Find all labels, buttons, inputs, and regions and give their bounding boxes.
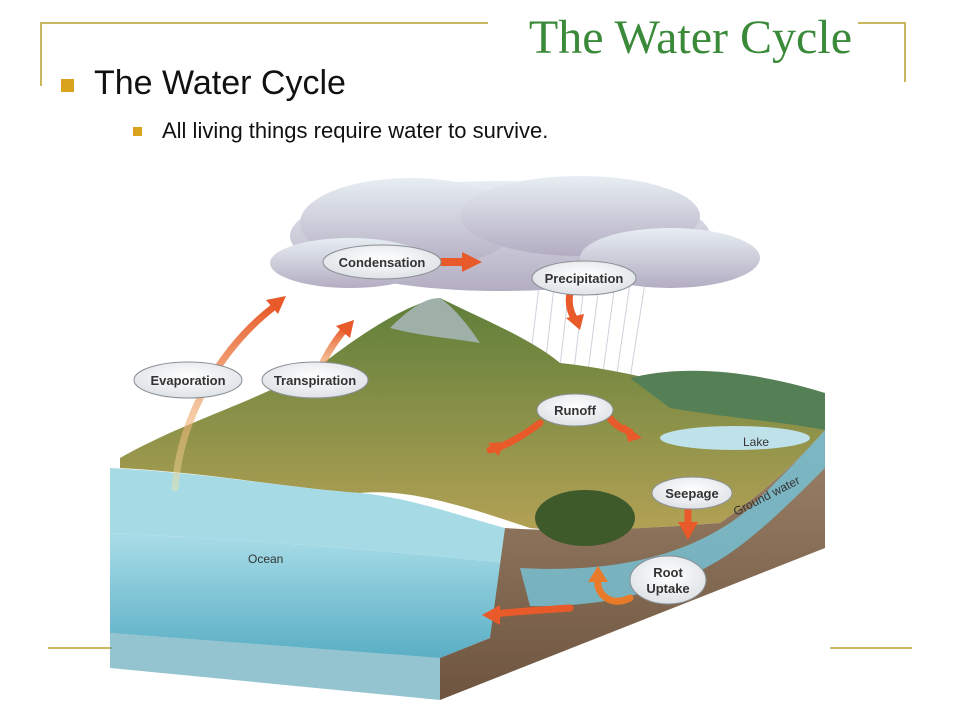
frame-top-line [40,22,488,24]
far-ridge [630,370,825,430]
frame-bottom-right-line [830,647,912,649]
label-evaporation: Evaporation [133,361,243,399]
label-evaporation-text: Evaporation [150,373,225,388]
label-transpiration: Transpiration [261,361,369,399]
slide-title: The Water Cycle [528,11,852,64]
land-surface [120,298,825,531]
precipitation-arrowhead [566,314,584,330]
label-seepage: Seepage [651,476,733,510]
water-cycle-diagram: Condensation Precipitation Evaporation T… [110,176,825,700]
label-precipitation: Precipitation [531,260,637,296]
frame-left-top-line [40,22,42,86]
bullet-marker-level2 [133,127,142,136]
frame-top-right-line [858,22,906,24]
label-condensation-text: Condensation [339,255,426,270]
bullet-text-level1: The Water Cycle [94,64,346,102]
ocean-depth [110,633,440,700]
label-root-uptake-line1: Root [653,565,683,580]
label-ocean: Ocean [248,552,283,566]
transpiration-arrowhead [336,320,354,338]
ocean-surface [110,468,505,563]
runoff-arrow-right-head [624,424,642,442]
label-lake: Lake [743,435,769,449]
label-runoff-text: Runoff [554,403,597,418]
label-seepage-text: Seepage [665,486,718,501]
ocean-front [110,533,505,658]
evaporation-arrowhead [266,296,286,314]
frame-right-line [904,22,906,82]
precipitation-arrow [565,289,578,322]
label-precipitation-text: Precipitation [545,271,624,286]
condensation-arrowhead [462,252,482,272]
bullet-marker-level1 [61,79,74,92]
bullet-text-level2: All living things require water to survi… [162,118,549,143]
lake [660,426,810,450]
mountain-peak [390,298,480,343]
seepage-arrowhead [678,522,698,540]
label-root-uptake-line2: Uptake [646,581,689,596]
forest-patch [535,490,635,546]
label-condensation: Condensation [322,244,442,280]
label-runoff: Runoff [536,393,614,427]
label-transpiration-text: Transpiration [274,373,356,388]
frame-bottom-left-line [48,647,112,649]
label-root-uptake: Root Uptake [629,555,707,605]
runoff-arrow-left-head [488,442,506,456]
root-uptake-arrowhead [588,566,608,582]
groundwater-to-ocean-arrowhead [482,605,500,625]
